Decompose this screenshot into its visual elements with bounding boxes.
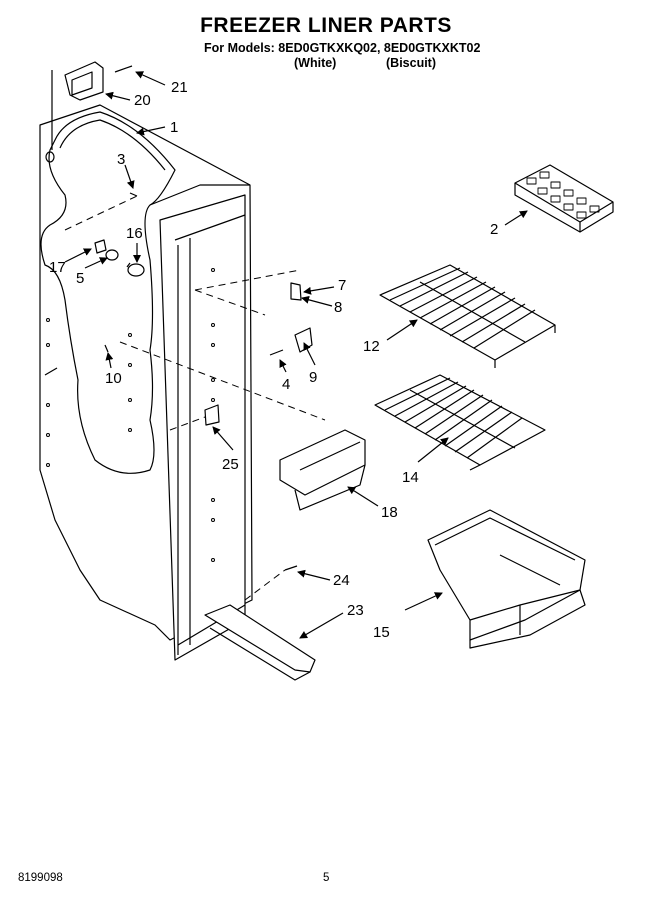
callout-7: 7 <box>338 277 346 294</box>
models-line: For Models: 8ED0GTKXKQ02, 8ED0GTKXKT02 <box>204 41 481 55</box>
page-title: FREEZER LINER PARTS <box>200 14 452 37</box>
callout-2: 2 <box>490 221 498 238</box>
callout-23: 23 <box>347 602 364 619</box>
bracket-part-20 <box>51 61 104 150</box>
screw-part-21 <box>114 65 133 73</box>
shelf-support-part-18 <box>279 429 366 511</box>
bottom-rail-part-23 <box>204 604 316 681</box>
footer-page-number: 5 <box>323 872 330 884</box>
callout-24: 24 <box>333 572 350 589</box>
callout-9: 9 <box>309 369 317 386</box>
leader-arrows <box>64 71 528 639</box>
wire-shelf-part-12 <box>379 264 556 368</box>
storage-bin-part-15 <box>427 509 586 649</box>
footer-document-number: 8199098 <box>18 872 63 884</box>
callout-25: 25 <box>222 456 239 473</box>
callout-18: 18 <box>381 504 398 521</box>
callout-16: 16 <box>126 225 143 242</box>
callout-15: 15 <box>373 624 390 641</box>
callout-21: 21 <box>171 79 188 96</box>
callout-17: 17 <box>49 259 66 276</box>
callout-8: 8 <box>334 299 342 316</box>
ice-tray-part-2 <box>514 164 614 233</box>
callout-3: 3 <box>117 151 125 168</box>
alignment-lines <box>51 95 326 601</box>
callout-4: 4 <box>282 376 290 393</box>
callout-1: 1 <box>170 119 178 136</box>
liner-frame-panel <box>159 194 246 661</box>
callout-10: 10 <box>105 370 122 387</box>
variant-biscuit-label: (Biscuit) <box>386 56 436 70</box>
callout-5: 5 <box>76 270 84 287</box>
wire-shelf-part-14 <box>374 374 546 471</box>
callout-20: 20 <box>134 92 151 109</box>
callout-12: 12 <box>363 338 380 355</box>
variant-white-label: (White) <box>294 56 337 70</box>
callout-labels: 21 20 1 3 2 16 17 5 7 8 12 4 9 10 25 14 … <box>49 79 498 641</box>
callout-14: 14 <box>402 469 419 486</box>
